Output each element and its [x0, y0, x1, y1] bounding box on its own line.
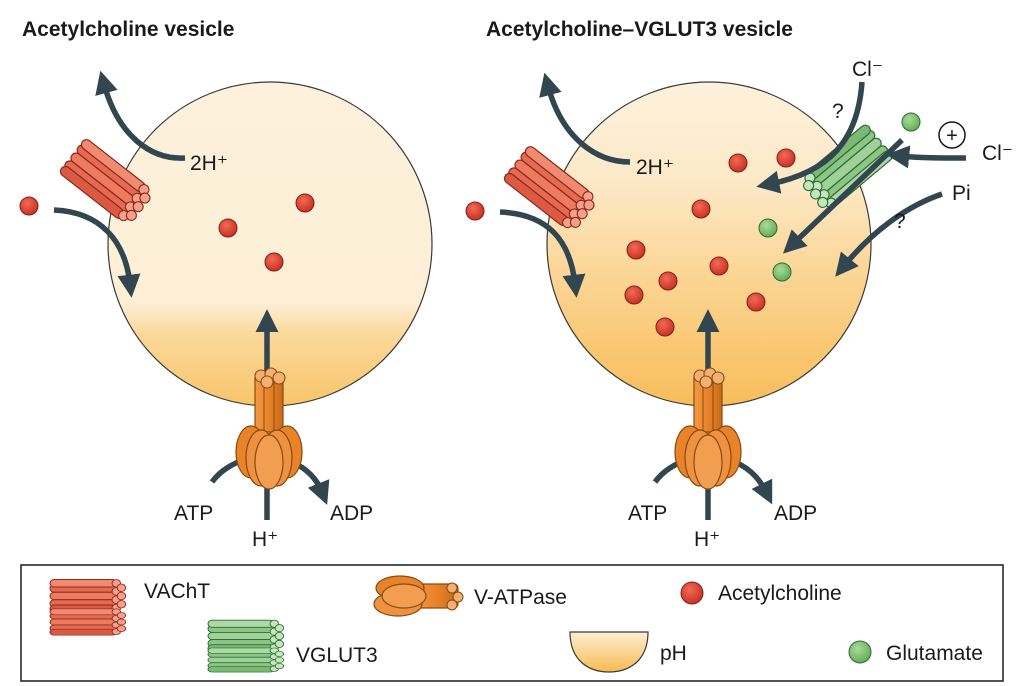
acetylcholine-molecule [264, 252, 284, 272]
acetylcholine-molecule [655, 317, 675, 337]
acetylcholine-molecule [746, 292, 766, 312]
glutamate-molecule-outside [901, 112, 921, 132]
question-top-label: ? [832, 100, 844, 123]
left-proton-out-label: 2H⁺ [190, 152, 228, 175]
acetylcholine-influx-arrow [53, 207, 141, 298]
glutamate-molecule [758, 218, 778, 238]
left-adp-label: ADP [330, 502, 373, 525]
legend-box [20, 564, 1004, 682]
legend: VAChT V-ATPase Acetylcholine VGLUT3 pH G… [20, 564, 1004, 682]
legend-ph-icon [569, 631, 649, 673]
acetylcholine-molecules [465, 148, 796, 337]
acetylcholine-molecule [218, 218, 238, 238]
chloride-stimulation-arrow [886, 145, 967, 169]
legend-vatpase-label: V-ATPase [474, 586, 567, 609]
chloride-influx-arrow [756, 81, 865, 194]
phosphate-label: Pi [952, 182, 971, 205]
chloride-top-label: Cl⁻ [852, 58, 883, 81]
acetylcholine-molecule-outside [465, 201, 485, 221]
legend-glutamate-label: Glutamate [886, 642, 983, 665]
plus-symbol [938, 121, 966, 149]
acetylcholine-molecule [728, 153, 748, 173]
legend-vacht-icon-lower [49, 608, 127, 636]
right-adp-label: ADP [774, 502, 817, 525]
acetylcholine-molecule [295, 193, 315, 213]
legend-vglut3-icon-lower [207, 647, 285, 673]
glutamate-molecule [772, 262, 792, 282]
left-proton-in-label: H⁺ [252, 528, 278, 551]
phosphate-influx-arrow [835, 191, 943, 277]
acetylcholine-influx-arrow [499, 209, 586, 298]
acetylcholine-molecule-outside [19, 196, 39, 216]
right-panel: Acetylcholine–VGLUT3 vesicle [465, 18, 1013, 551]
acetylcholine-molecule [624, 285, 644, 305]
legend-glutamate-icon [848, 640, 872, 664]
acetylcholine-molecule [709, 256, 729, 276]
right-proton-in-label: H⁺ [694, 528, 720, 551]
right-atp-label: ATP [628, 502, 667, 525]
legend-vacht-icon [49, 578, 127, 614]
glutamate-influx-arrow [782, 138, 904, 254]
acetylcholine-molecule [658, 271, 678, 291]
acetylcholine-molecule [626, 240, 646, 260]
left-atp-label: ATP [174, 502, 213, 525]
legend-acetylcholine-label: Acetylcholine [718, 582, 842, 605]
acetylcholine-molecule [776, 148, 796, 168]
legend-vglut3-icon [207, 619, 285, 653]
legend-vatpase-icon [373, 575, 464, 617]
legend-vacht-label: VAChT [144, 580, 210, 603]
plus-label: + [946, 125, 958, 147]
legend-ph-label: pH [660, 642, 687, 665]
acetylcholine-molecules [19, 193, 315, 272]
left-panel-title: Acetylcholine vesicle [22, 18, 234, 41]
right-panel-title: Acetylcholine–VGLUT3 vesicle [486, 18, 793, 41]
chloride-right-label: Cl⁻ [982, 142, 1013, 165]
acetylcholine-vesicle [107, 81, 433, 407]
acetylcholine-molecule [691, 199, 711, 219]
right-proton-out-label: 2H⁺ [636, 156, 674, 179]
legend-vglut3-label: VGLUT3 [296, 644, 378, 667]
proton-efflux-arrow [95, 70, 186, 161]
legend-acetylcholine-icon [680, 581, 704, 605]
proton-efflux-arrow [539, 72, 631, 165]
glutamate-molecules [758, 112, 921, 282]
question-bottom-label: ? [894, 210, 906, 233]
left-panel: Acetylcholine vesicle 2H⁺ ATP ADP H⁺ [19, 18, 433, 551]
